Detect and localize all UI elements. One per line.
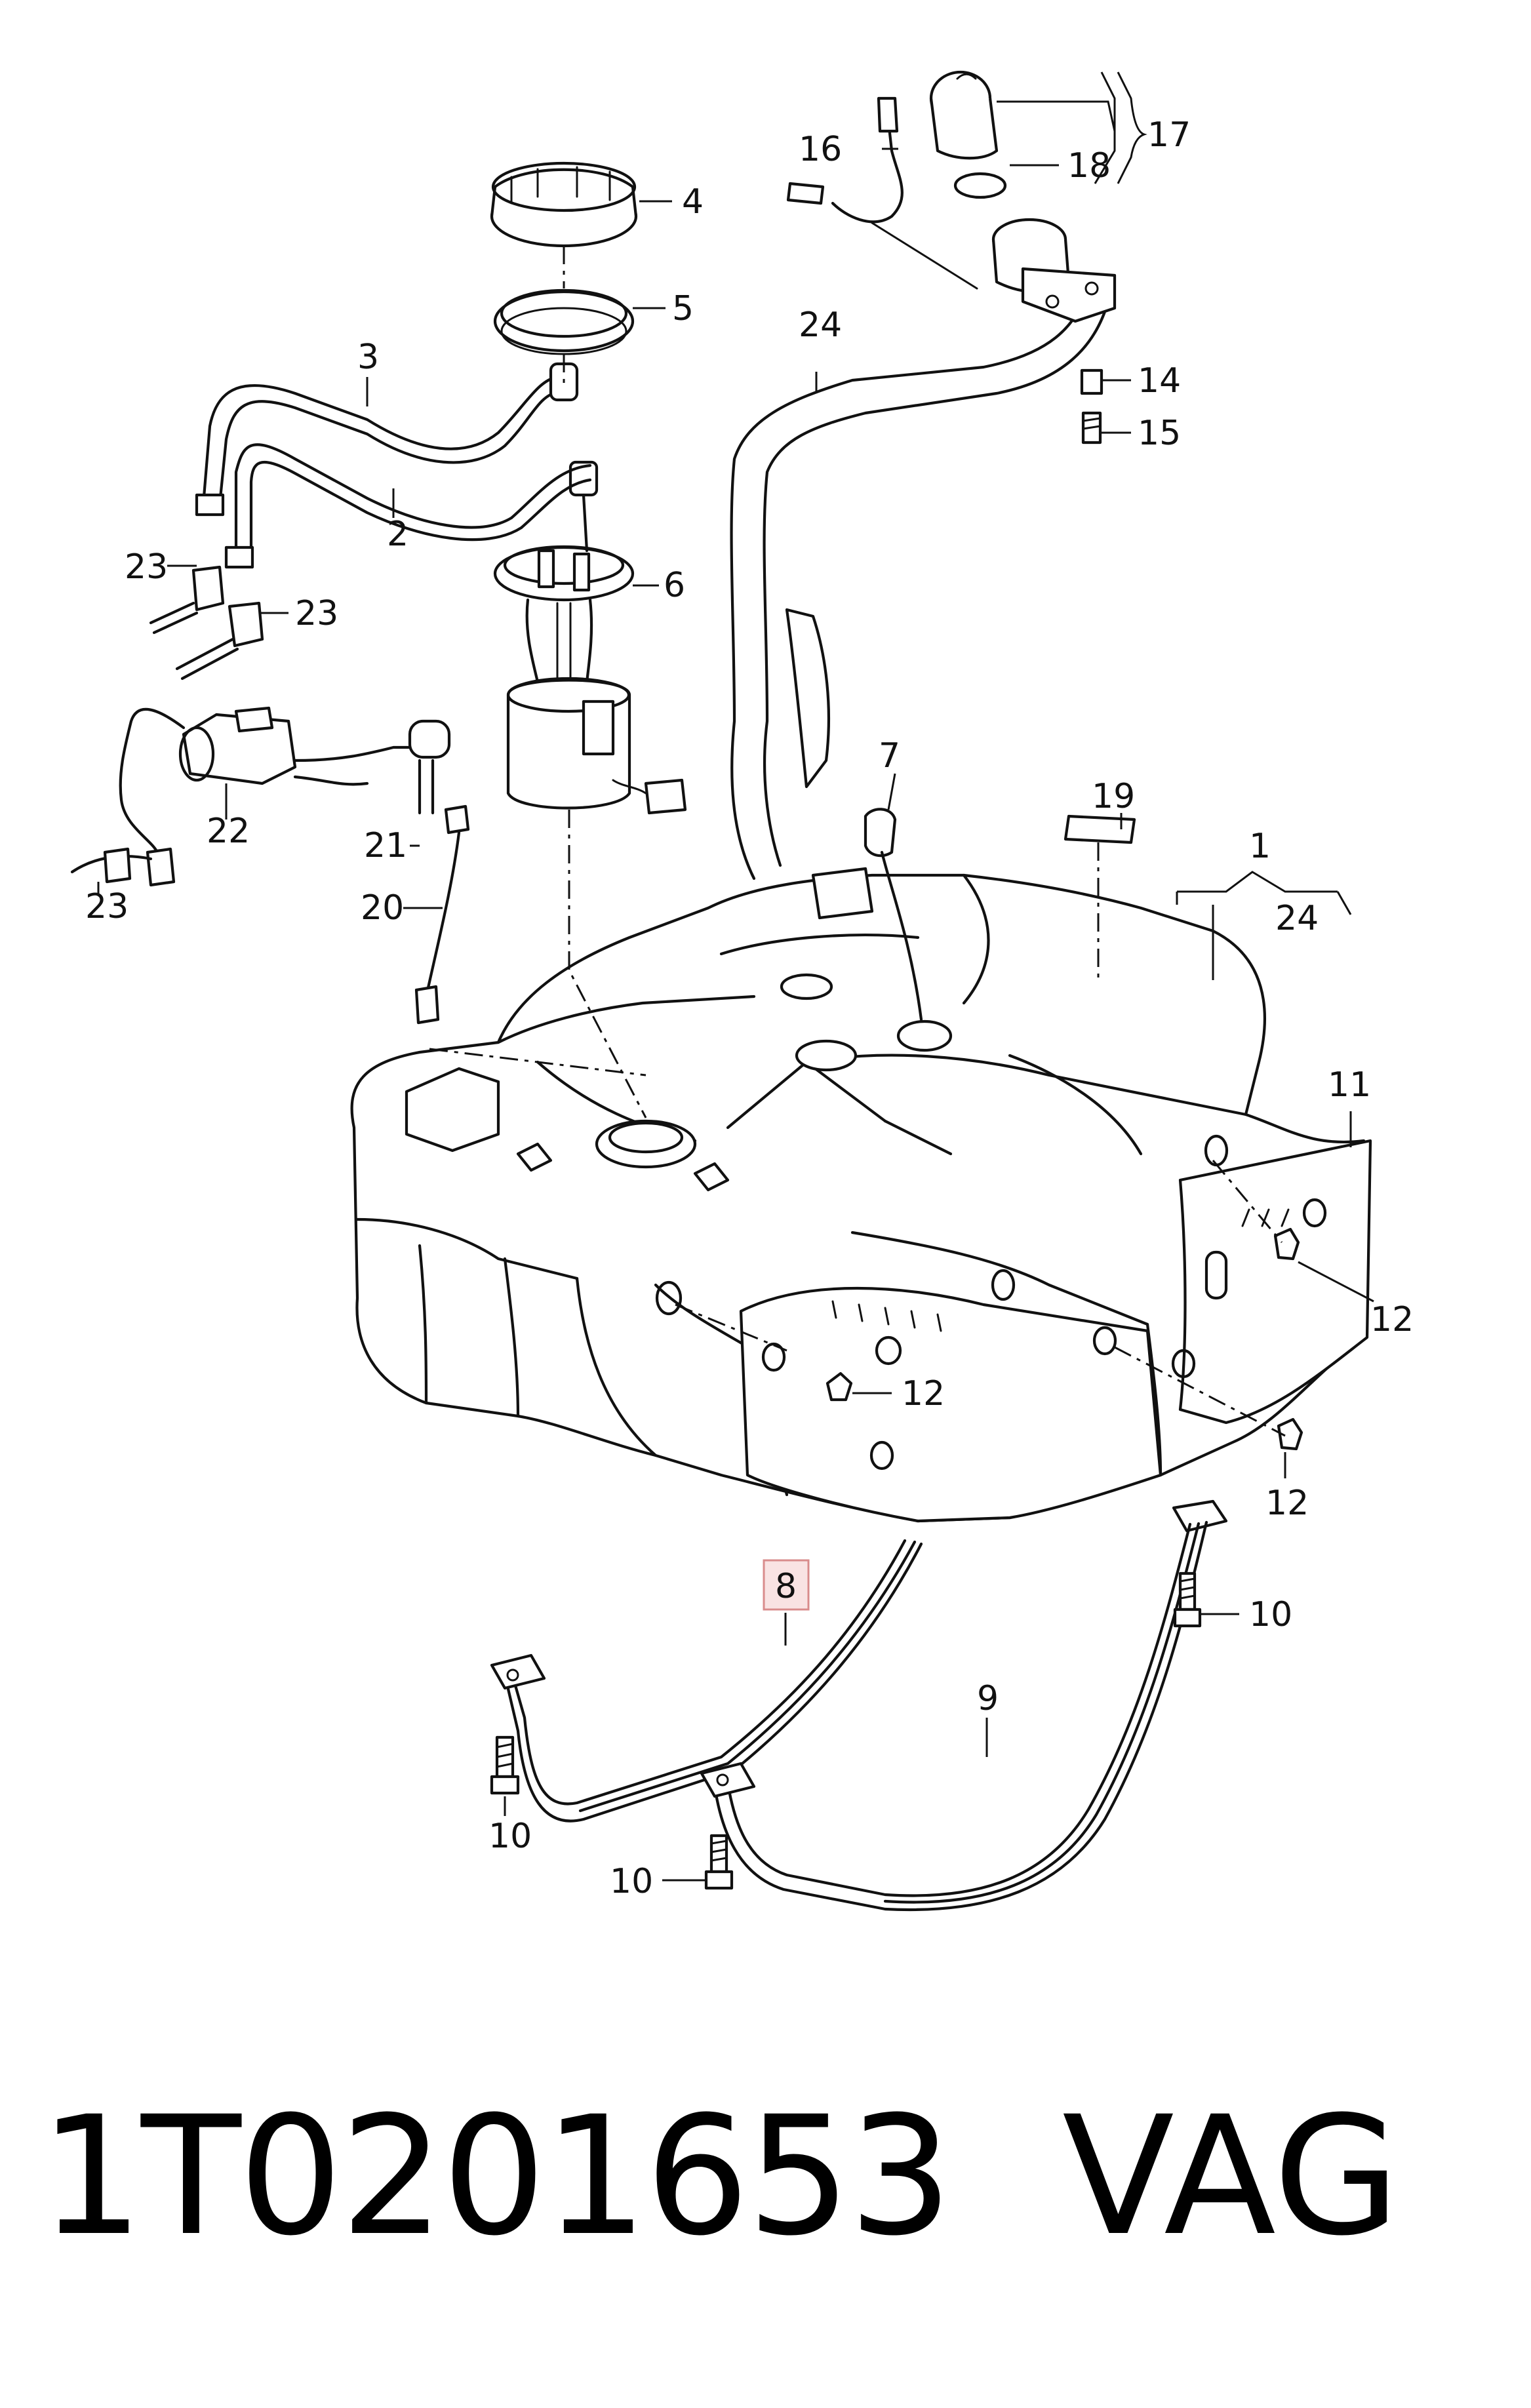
- callout-22: 22: [207, 812, 250, 851]
- callout-3: 3: [357, 338, 379, 377]
- callout-4: 4: [682, 182, 704, 222]
- callout-16: 16: [799, 130, 842, 169]
- callout-11: 11: [1328, 1065, 1371, 1105]
- locking-ring: [490, 161, 638, 248]
- callout-12-bottom: 12: [1265, 1484, 1309, 1523]
- callout-8-highlight: [763, 1559, 810, 1611]
- callout-21: 21: [364, 826, 407, 865]
- callout-9: 9: [977, 1679, 999, 1718]
- callout-7: 7: [879, 736, 900, 776]
- vent-valve: [864, 808, 923, 1021]
- fuel-tank: [350, 873, 1372, 1523]
- fuel-pump: [493, 460, 687, 815]
- filler-cap: [929, 70, 1007, 199]
- callout-5: 5: [672, 289, 694, 328]
- filler-screws: [1080, 368, 1104, 444]
- callout-12-center: 12: [902, 1374, 945, 1413]
- callout-23-left: 23: [85, 887, 129, 926]
- strap-right: [700, 1499, 1228, 1912]
- part-number: 1T0201653: [39, 2081, 953, 2272]
- callout-10-right: 10: [1249, 1595, 1292, 1634]
- callout-8: 8: [775, 1567, 797, 1606]
- callout-23-top: 23: [125, 547, 168, 587]
- fuel-lines: [149, 362, 592, 681]
- callout-12-right: 12: [1370, 1300, 1414, 1339]
- earth-wire: [786, 96, 978, 290]
- assembly-lines: [429, 246, 1286, 1437]
- callout-24-right: 24: [1275, 899, 1319, 938]
- callout-19: 19: [1092, 777, 1135, 816]
- brand-name: VAG: [1062, 2081, 1401, 2272]
- callout-17: 17: [1147, 115, 1191, 155]
- nuts: [825, 1227, 1303, 1451]
- strap-left: [490, 1539, 923, 1823]
- callout-20: 20: [361, 888, 404, 928]
- seal-ring: [493, 288, 635, 355]
- callout-labels: 1 2 3 4 5 6 7 8 9 10 10 10 11 12 12 12 1…: [85, 115, 1414, 1901]
- level-sender: [414, 804, 470, 1025]
- callout-1: 1: [1249, 827, 1271, 866]
- callout-6: 6: [664, 566, 685, 605]
- callout-24-top: 24: [799, 306, 842, 345]
- filler-neck: [730, 218, 1117, 920]
- callout-10-bottom: 10: [610, 1862, 653, 1901]
- callout-15: 15: [1138, 414, 1181, 453]
- callout-10-left: 10: [488, 1817, 532, 1856]
- callout-14: 14: [1138, 361, 1181, 401]
- leader-lines: [97, 71, 1374, 1882]
- part-footer: 1T0201653 VAG: [39, 2095, 1501, 2291]
- filter-assembly: [70, 706, 451, 887]
- callout-18: 18: [1067, 146, 1111, 186]
- callout-23-mid: 23: [295, 594, 338, 633]
- pad: [1064, 814, 1136, 844]
- callout-2: 2: [387, 515, 408, 554]
